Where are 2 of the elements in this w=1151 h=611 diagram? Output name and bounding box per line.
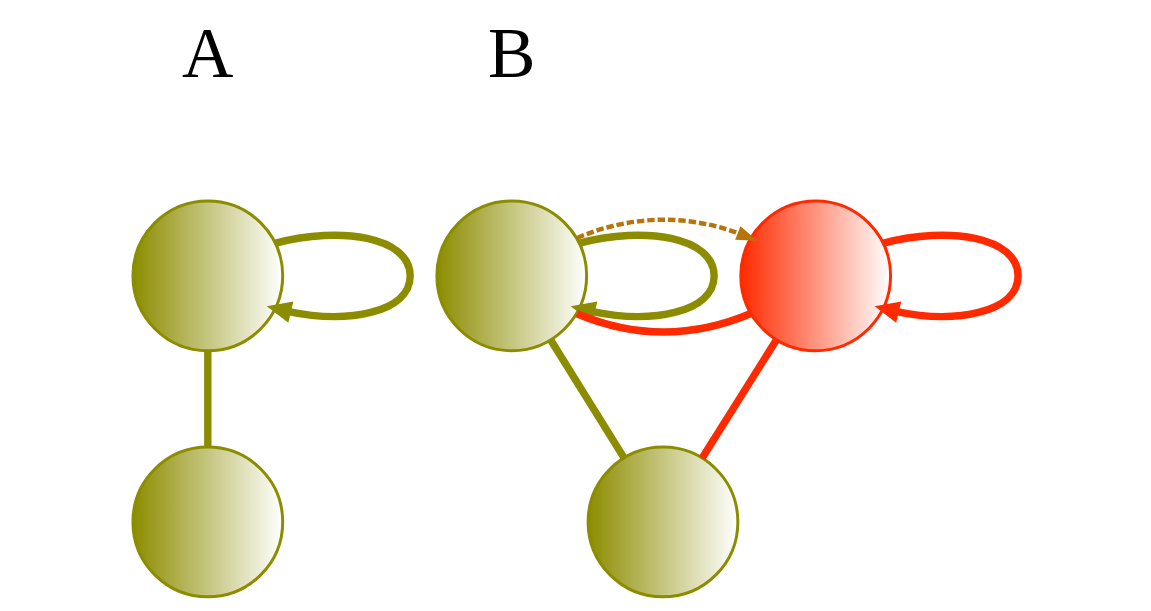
label: B	[488, 14, 536, 93]
label: A	[182, 14, 234, 93]
